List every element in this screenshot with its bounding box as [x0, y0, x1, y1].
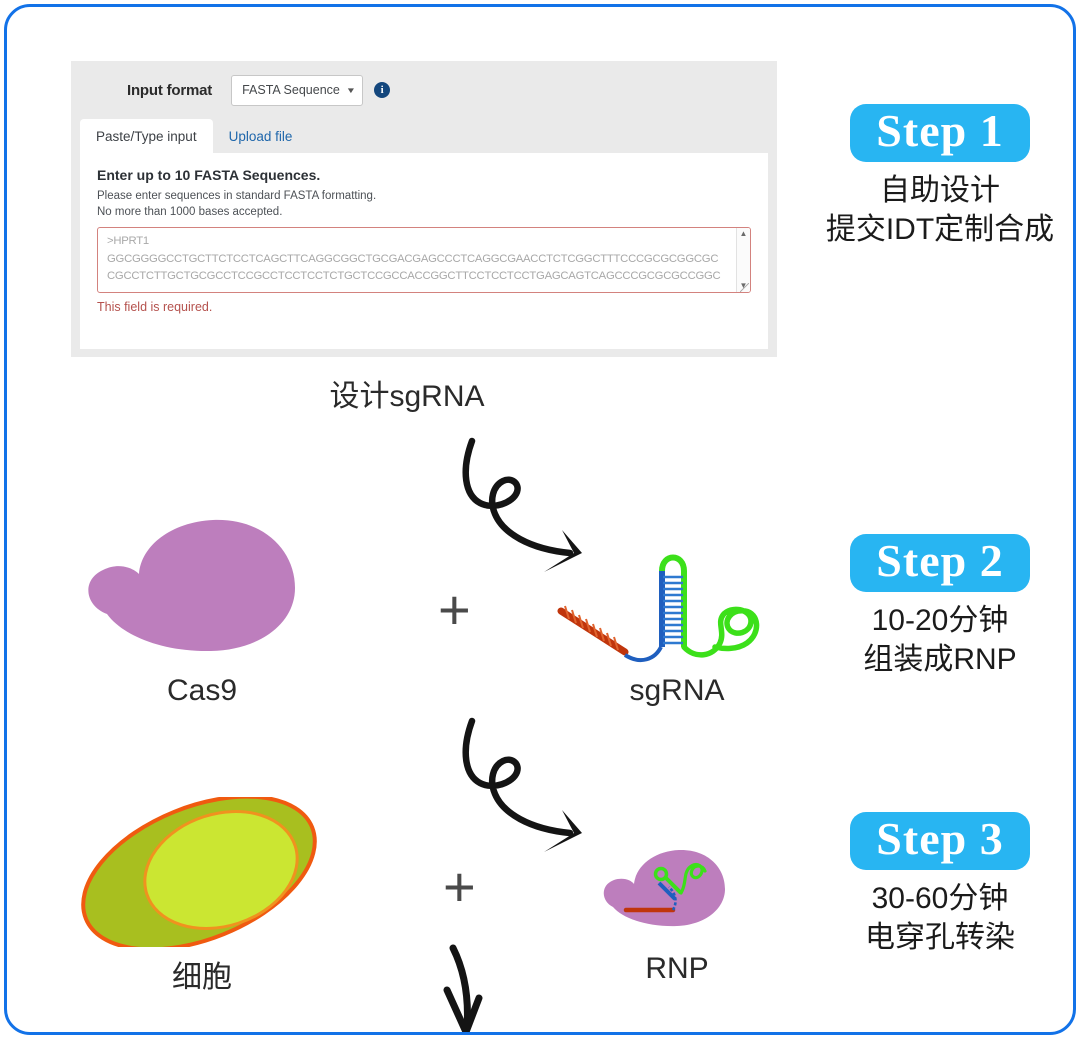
- cell-illustration: [81, 797, 317, 947]
- rnp-label: RNP: [645, 952, 709, 985]
- plus-icon-cas9-sgrna: +: [438, 578, 471, 641]
- step-2-line-1: 10-20分钟: [871, 603, 1009, 637]
- rnp-stem-green: [663, 875, 683, 895]
- arrowhead-1: [544, 530, 582, 572]
- tab-upload-file[interactable]: Upload file: [228, 128, 293, 144]
- crrna-segment: [557, 605, 629, 656]
- step-2-block: Step 2 10-20分钟 组装成RNP: [815, 534, 1065, 680]
- step-2-badge: Step 2: [850, 534, 1030, 592]
- panel-hint-line-1: Please enter sequences in standard FASTA…: [97, 190, 377, 202]
- curly-arrow-icon-2: [462, 717, 582, 852]
- step-3-text: 30-60分钟 电穿孔转染: [815, 879, 1065, 958]
- backbone-link: [623, 645, 663, 663]
- curly-arrow-icon-1: [462, 437, 582, 572]
- step-3-line-1: 30-60分钟: [871, 881, 1009, 915]
- plus-icon-cell-rnp: +: [443, 855, 476, 918]
- input-format-row: Input format FASTA Sequence ▼ i: [71, 61, 777, 119]
- step-1-text: 自助设计 提交IDT定制合成: [815, 171, 1065, 250]
- cas9-label: Cas9: [166, 674, 238, 707]
- top-hairpin-loop: [659, 554, 687, 572]
- sequence-textarea-value: >HPRT1 GGCGGGGCCTGCTTCTCCTCAGCTTCAGGCGGC…: [107, 235, 721, 282]
- poster-frame: Input format FASTA Sequence ▼ i Paste/Ty…: [4, 4, 1076, 1035]
- input-format-select[interactable]: FASTA Sequence ▼: [231, 74, 364, 106]
- down-arrow-icon: [443, 944, 483, 1032]
- arrowhead-2: [544, 810, 582, 852]
- step-2-line-2: 组装成RNP: [863, 643, 1017, 677]
- tab-paste-type-input[interactable]: Paste/Type input: [80, 119, 213, 153]
- sgrna-illustration: [557, 554, 760, 663]
- step-2-text: 10-20分钟 组装成RNP: [815, 601, 1065, 680]
- info-icon[interactable]: i: [374, 82, 391, 98]
- chevron-down-icon: ▼: [345, 85, 357, 95]
- cell-nucleus: [143, 810, 299, 930]
- design-sgrna-label: 设计sgRNA: [329, 380, 485, 413]
- cas9-protein-illustration: [88, 519, 295, 652]
- sgrna-label: sgRNA: [629, 674, 725, 707]
- input-format-label: Input format: [127, 81, 213, 99]
- rnp-tracrrna-tail: [679, 862, 707, 895]
- rnp-illustration: [603, 849, 725, 927]
- validation-error-message: This field is required.: [97, 300, 213, 314]
- step-3-line-2: 电穿孔转染: [865, 921, 1015, 955]
- panel-heading: Enter up to 10 FASTA Sequences.: [97, 167, 321, 183]
- tab-panel-paste-input: Enter up to 10 FASTA Sequences. Please e…: [80, 153, 768, 349]
- scroll-up-icon[interactable]: ▲: [739, 229, 748, 238]
- rnp-stem-blue: [657, 881, 677, 901]
- step-1-line-1: 自助设计: [880, 173, 1000, 207]
- sequence-textarea[interactable]: >HPRT1 GGCGGGGCCTGCTTCTCCTCAGCTTCAGGCGGC…: [97, 227, 751, 293]
- step-3-block: Step 3 30-60分钟 电穿孔转染: [815, 812, 1065, 958]
- idt-form-panel: Input format FASTA Sequence ▼ i Paste/Ty…: [71, 61, 777, 357]
- tracrrna-tail-loops: [681, 606, 760, 658]
- rnp-hairpin-loop: [653, 866, 669, 882]
- step-1-line-2: 提交IDT定制合成: [825, 213, 1055, 247]
- rnp-backbone: [668, 886, 677, 911]
- resize-grip-icon[interactable]: [740, 283, 749, 292]
- panel-hint-line-2: No more than 1000 bases accepted.: [97, 206, 283, 218]
- cell-label: 细胞: [172, 961, 232, 994]
- step-1-block: Step 1 自助设计 提交IDT定制合成: [815, 104, 1065, 250]
- input-tabs: Paste/Type input Upload file: [71, 119, 777, 153]
- step-1-badge: Step 1: [850, 104, 1030, 162]
- base-pair-rungs: [663, 575, 683, 645]
- input-format-select-value: FASTA Sequence: [242, 83, 340, 97]
- step-3-badge: Step 3: [850, 812, 1030, 870]
- cas9-blob-shape: [88, 519, 295, 652]
